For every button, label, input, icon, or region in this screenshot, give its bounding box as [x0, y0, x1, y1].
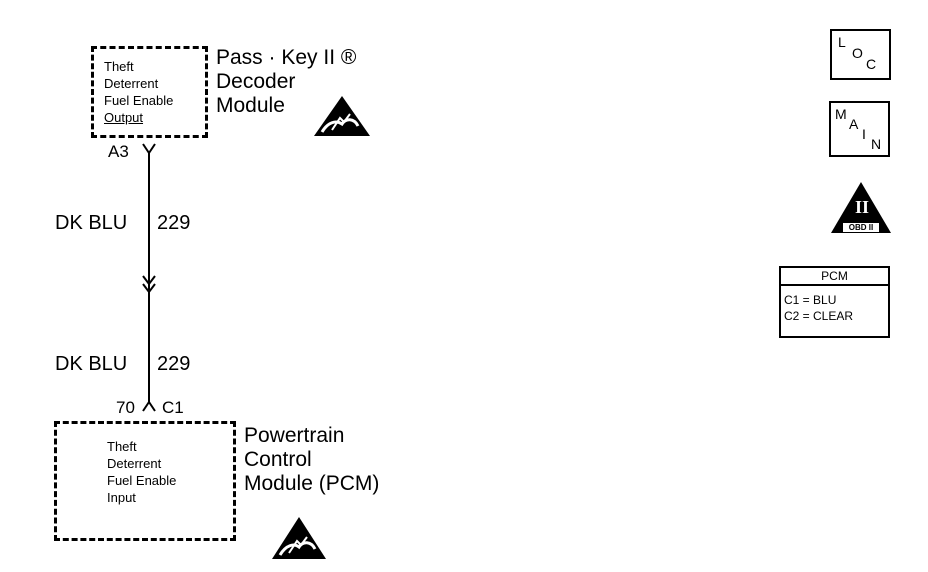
- loc-letter: C: [866, 56, 877, 72]
- wire-label-top: DK BLU: [55, 212, 127, 235]
- obd-label: OBD II: [848, 223, 874, 232]
- module-name-line: Decoder: [216, 70, 296, 93]
- function-line: Deterrent: [104, 76, 159, 91]
- lower-connector-label: C1: [162, 398, 184, 417]
- module-name-line: Powertrain: [244, 424, 345, 447]
- pcm-table-row: C1 = BLU: [784, 293, 837, 307]
- pcm-box: [54, 421, 236, 541]
- function-line: Theft: [107, 439, 137, 454]
- function-line: Fuel Enable: [104, 93, 174, 108]
- pcm-connector-table: PCM C1 = BLU C2 = CLEAR: [779, 266, 890, 338]
- obd-numeral: II: [855, 197, 870, 217]
- loc-letter: O: [852, 45, 863, 61]
- module-name-line: Pass · Key II ®: [216, 46, 357, 69]
- wire-circuit-bottom: 229: [157, 353, 191, 375]
- pcm-function: Theft Deterrent Fuel Enable Input: [107, 438, 176, 506]
- esd-warning-icon: [314, 96, 370, 136]
- wire-circuit-top: 229: [157, 212, 191, 234]
- upper-pin-label: A3: [108, 142, 129, 161]
- pcm-table-row: C2 = CLEAR: [784, 309, 854, 323]
- loc-letter: L: [838, 34, 846, 50]
- module-name-line: Module (PCM): [244, 472, 380, 495]
- main-letter: M: [835, 106, 847, 122]
- wire-color: DK BLU: [55, 353, 128, 375]
- function-line: Output: [104, 110, 144, 125]
- function-line: Fuel Enable: [107, 473, 177, 488]
- decoder-module-box: [91, 46, 208, 138]
- decoder-module-name: Pass · Key II ® Decoder Module: [216, 46, 356, 118]
- wire-color: DK BLU: [55, 212, 128, 234]
- function-line: Input: [107, 490, 136, 505]
- decoder-module-function: Theft Deterrent Fuel Enable Output: [104, 58, 173, 126]
- wire-label-bottom: DK BLU: [55, 353, 127, 376]
- main-letter: N: [871, 136, 882, 152]
- main-letter: I: [862, 126, 866, 142]
- main-symbol: M A I N: [829, 101, 890, 157]
- function-line: Theft: [104, 59, 134, 74]
- main-letter: A: [849, 116, 859, 132]
- loc-symbol: L O C: [830, 29, 891, 80]
- function-line: Deterrent: [107, 456, 162, 471]
- esd-warning-icon: [272, 517, 326, 559]
- pcm-table-title: PCM: [781, 268, 888, 286]
- module-name-line: Control: [244, 448, 312, 471]
- obd-ii-icon: II OBD II: [829, 180, 893, 235]
- pcm-name: Powertrain Control Module (PCM): [244, 424, 379, 496]
- lower-pin-label: 70: [116, 398, 135, 417]
- module-name-line: Module: [216, 94, 285, 117]
